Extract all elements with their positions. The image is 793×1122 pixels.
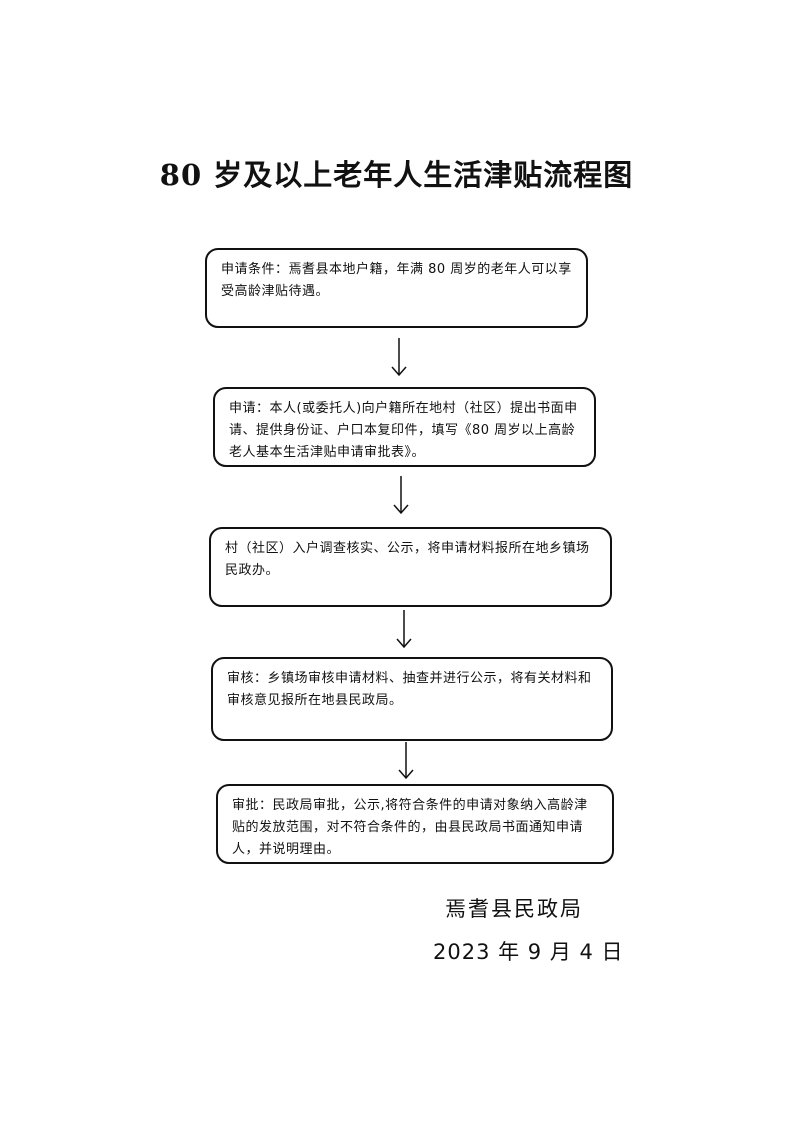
page-title: 80 岁及以上老年人生活津贴流程图 <box>159 158 634 192</box>
flow-step-conditions: 申请条件：焉耆县本地户籍，年满 80 周岁的老年人可以享受高龄津贴待遇。 <box>205 248 588 328</box>
arrow-down-icon <box>396 610 412 649</box>
flow-step-review: 审核：乡镇场审核申请材料、抽查并进行公示，将有关材料和审核意见报所在地县民政局。 <box>211 657 613 741</box>
flow-step-approval: 审批：民政局审批，公示,将符合条件的申请对象纳入高龄津贴的发放范围，对不符合条件… <box>216 784 614 864</box>
arrow-down-icon <box>393 476 409 515</box>
issuing-organization: 焉耆县民政局 <box>445 897 583 921</box>
issue-date: 2023 年 9 月 4 日 <box>433 940 624 964</box>
flow-step-text: 村（社区）入户调查核实、公示，将申请材料报所在地乡镇场民政办。 <box>225 541 590 578</box>
flow-step-text: 申请：本人(或委托人)向户籍所在地村（社区）提出书面申请、提供身份证、户口本复印… <box>229 401 578 460</box>
flow-step-text: 审批：民政局审批，公示,将符合条件的申请对象纳入高龄津贴的发放范围，对不符合条件… <box>232 798 588 857</box>
flow-step-text: 审核：乡镇场审核申请材料、抽查并进行公示，将有关材料和审核意见报所在地县民政局。 <box>227 671 592 708</box>
arrow-down-icon <box>391 338 407 377</box>
flow-step-verification: 村（社区）入户调查核实、公示，将申请材料报所在地乡镇场民政办。 <box>209 527 612 607</box>
arrow-down-icon <box>398 742 414 780</box>
flow-step-text: 申请条件：焉耆县本地户籍，年满 80 周岁的老年人可以享受高龄津贴待遇。 <box>221 262 572 299</box>
flow-step-application: 申请：本人(或委托人)向户籍所在地村（社区）提出书面申请、提供身份证、户口本复印… <box>213 387 596 467</box>
